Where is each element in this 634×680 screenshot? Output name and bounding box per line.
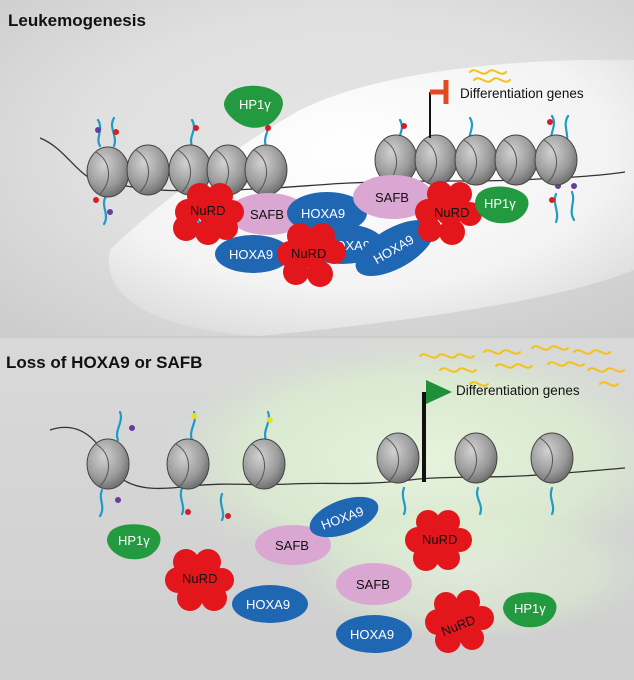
methyl-mark xyxy=(129,425,135,431)
hoxa9-protein: HOXA9 xyxy=(309,496,379,538)
nucleosomes xyxy=(86,432,574,490)
methyl-mark xyxy=(93,197,99,203)
activation-symbol xyxy=(422,380,452,482)
transcripts xyxy=(469,69,511,83)
protein-label: HOXA9 xyxy=(301,206,345,221)
protein-label: HOXA9 xyxy=(229,247,273,262)
methyl-mark xyxy=(185,509,191,515)
nucleosomes xyxy=(86,134,578,198)
methyl-mark xyxy=(113,129,119,135)
methyl-mark xyxy=(549,197,555,203)
hoxa9-protein: HOXA9 xyxy=(336,615,412,653)
nucleosome xyxy=(494,134,538,186)
nucleosome xyxy=(166,438,210,490)
histone-marks xyxy=(115,413,273,519)
hoxa9-protein: HOXA9 xyxy=(215,235,291,273)
gene-label: Differentiation genes xyxy=(460,86,584,101)
nurd-complex: NuRD xyxy=(425,590,494,653)
methyl-mark xyxy=(95,127,101,133)
protein-label: HOXA9 xyxy=(246,597,290,612)
hoxa9-protein: HOXA9 xyxy=(287,192,367,234)
shadow-shape xyxy=(260,270,634,336)
hp1-protein: HP1γ xyxy=(224,85,283,128)
protein-label: HP1γ xyxy=(484,196,516,211)
panel-title: Loss of HOXA9 or SAFB xyxy=(6,353,202,372)
nurd-complex: NuRD xyxy=(173,183,244,245)
methyl-mark xyxy=(401,123,407,129)
hp1-protein: HP1γ xyxy=(475,186,529,224)
nurd-complex: NuRD xyxy=(405,510,472,571)
nucleosome xyxy=(126,144,170,196)
nurd-complex: NuRD xyxy=(415,181,482,245)
nucleosome xyxy=(454,134,498,186)
hp1-protein: HP1γ xyxy=(503,592,557,628)
nucleosome xyxy=(414,134,458,186)
protein-label: NuRD xyxy=(190,203,225,218)
panel-loss: Loss of HOXA9 or SAFB xyxy=(0,338,634,680)
panel-title: Leukemogenesis xyxy=(8,11,146,30)
hp1-protein: HP1γ xyxy=(107,524,161,560)
protein-label: NuRD xyxy=(422,532,457,547)
nucleosome xyxy=(86,146,130,198)
nucleosome xyxy=(86,438,130,490)
methyl-mark xyxy=(571,183,577,189)
methyl-mark xyxy=(265,125,271,131)
protein-label: NuRD xyxy=(434,205,469,220)
methyl-mark xyxy=(115,497,121,503)
acetyl-mark xyxy=(267,417,273,423)
methyl-mark xyxy=(225,513,231,519)
nucleosome xyxy=(534,134,578,186)
protein-label: SAFB xyxy=(250,207,284,222)
nucleosome xyxy=(242,438,286,490)
shadow-shape xyxy=(0,0,634,336)
protein-label: HOXA9 xyxy=(350,627,394,642)
nucleosome xyxy=(454,432,498,484)
safb-protein: SAFB xyxy=(228,193,308,235)
gene-label: Differentiation genes xyxy=(456,383,580,398)
protein-label: HP1γ xyxy=(514,601,546,616)
protein-label: SAFB xyxy=(375,190,409,205)
nurd-complex: NuRD xyxy=(165,549,234,611)
methyl-mark xyxy=(107,209,113,215)
histone-tails xyxy=(98,410,555,522)
protein-label: SAFB xyxy=(275,538,309,553)
protein-label: HP1γ xyxy=(239,97,271,112)
safb-protein: SAFB xyxy=(353,175,433,219)
hoxa9-protein: HOXA9 xyxy=(232,585,308,623)
protein-label: NuRD xyxy=(182,571,217,586)
repression-symbol xyxy=(429,80,449,138)
safb-protein: SAFB xyxy=(255,525,331,565)
protein-label: NuRD xyxy=(291,246,326,261)
nucleosome xyxy=(376,432,420,484)
acetyl-mark xyxy=(191,413,197,419)
activation-arrow xyxy=(426,380,452,404)
protein-label: SAFB xyxy=(356,577,390,592)
panel-leukemogenesis: Leukemogenesis xyxy=(0,0,634,336)
methyl-mark xyxy=(547,119,553,125)
methyl-mark xyxy=(193,125,199,131)
nurd-complex: NuRD xyxy=(277,223,346,287)
hoxa9-protein: HOXA9 xyxy=(355,220,435,276)
protein-label: HP1γ xyxy=(118,533,150,548)
nucleosome xyxy=(244,144,288,196)
safb-protein: SAFB xyxy=(336,563,412,605)
transcripts xyxy=(419,345,625,387)
nucleosome xyxy=(530,432,574,484)
